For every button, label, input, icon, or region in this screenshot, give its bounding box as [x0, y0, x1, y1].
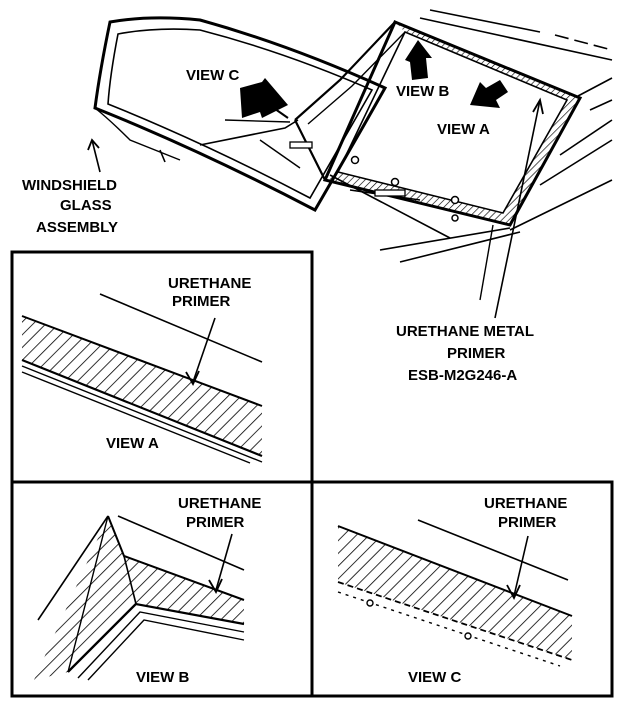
- windshield-label-line3: ASSEMBLY: [36, 219, 118, 236]
- detail-panel-frames: [10, 250, 614, 698]
- panel-a-primer-label-line2: PRIMER: [172, 293, 231, 310]
- windshield-label-line2: GLASS: [60, 197, 112, 214]
- view-b-top-label: VIEW B: [396, 83, 450, 100]
- view-a-top-label: VIEW A: [437, 121, 490, 138]
- metal-primer-label-line2: PRIMER: [447, 345, 506, 362]
- view-c-arrow: [240, 78, 289, 119]
- panel-b-primer-label-line1: URETHANE: [178, 495, 261, 512]
- view-a-arrow: [470, 80, 508, 108]
- windshield-glass: [93, 16, 388, 212]
- view-b-arrow: [405, 40, 432, 80]
- panel-b-caption: VIEW B: [136, 669, 190, 686]
- panel-a-primer-label-line1: URETHANE: [168, 275, 251, 292]
- metal-primer-label-line1: URETHANE METAL: [396, 323, 534, 340]
- panel-view-b: URETHANE PRIMER VIEW B: [34, 495, 261, 686]
- panel-c-primer-label-line2: PRIMER: [498, 514, 557, 531]
- windshield-opening: [289, 20, 583, 227]
- panel-a-caption: VIEW A: [106, 435, 159, 452]
- panel-view-a: URETHANE PRIMER VIEW A: [21, 275, 263, 464]
- top-illustration: WINDSHIELD GLASS ASSEMBLY VIEW C VIEW B …: [22, 9, 613, 384]
- view-c-top-label: VIEW C: [186, 67, 240, 84]
- metal-primer-label-line3: ESB-M2G246-A: [408, 367, 517, 384]
- windshield-label-line1: WINDSHIELD: [22, 177, 117, 194]
- panel-c-caption: VIEW C: [408, 669, 462, 686]
- panel-view-c: URETHANE PRIMER VIEW C: [337, 495, 573, 686]
- panel-b-primer-label-line2: PRIMER: [186, 514, 245, 531]
- panel-c-primer-label-line1: URETHANE: [484, 495, 567, 512]
- leader-lines: [87, 97, 544, 319]
